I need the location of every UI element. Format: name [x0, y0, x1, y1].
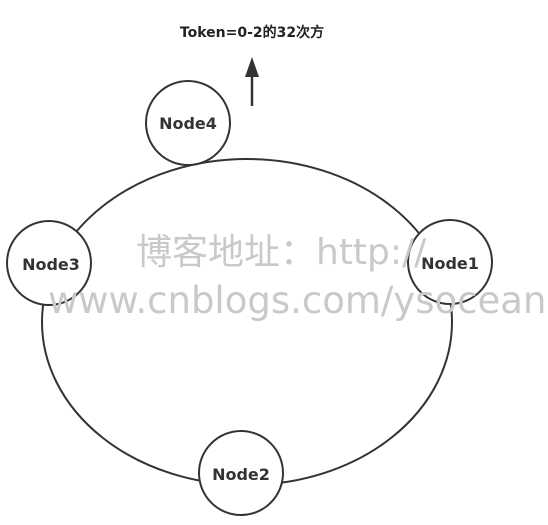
token-label: Token=0-2的32次方 [180, 24, 324, 41]
node-circle-node1 [407, 219, 493, 305]
watermark-line2: www.cnblogs.com/ysocean [48, 279, 546, 322]
node-label-node3: Node3 [22, 255, 80, 274]
token-arrow-head [245, 57, 259, 77]
node-label-node4: Node4 [159, 114, 217, 133]
node-label-node2: Node2 [212, 465, 270, 484]
node-circle-node4 [145, 80, 231, 166]
watermark-line1: 博客地址：http:// [136, 232, 427, 273]
node-circle-node3 [6, 220, 92, 306]
node-circle-node2 [198, 430, 284, 516]
node-label-node1: Node1 [421, 254, 479, 273]
